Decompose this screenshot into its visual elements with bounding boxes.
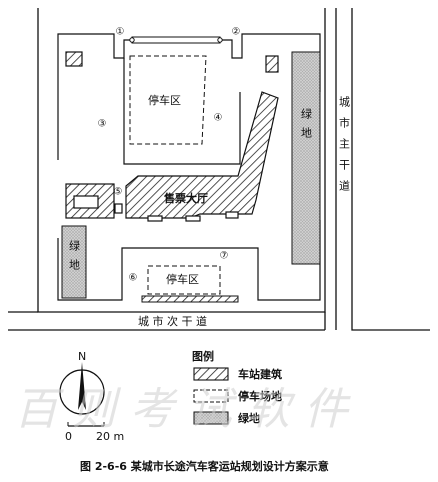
legend-symbol-parking — [193, 389, 229, 403]
legend-label-green: 绿地 — [238, 411, 260, 425]
ticket-hall-building — [125, 91, 279, 219]
legend-symbol-building — [193, 367, 229, 381]
marker-6: ⑥ — [129, 273, 138, 284]
figure-caption: 图 2-6-6 某城市长途汽车客运站规划设计方案示意 — [80, 459, 329, 473]
site-frame — [8, 8, 430, 331]
parking-label-north: 停车区 — [148, 93, 181, 107]
parking-label-south: 停车区 — [166, 272, 199, 286]
legend-label-building: 车站建筑 — [238, 367, 282, 381]
site-inner-boundary — [57, 33, 321, 301]
kiosk-north-east — [265, 55, 279, 73]
marker-5: ⑤ — [114, 187, 123, 198]
station-buildings — [65, 51, 279, 222]
ticket-hall-label: 售票大厅 — [163, 191, 208, 205]
marker-4: ④ — [214, 113, 223, 124]
green-west — [61, 225, 87, 299]
legend: 图例 车站建筑 停车场地 绿地 — [192, 349, 282, 425]
south-gate-band — [141, 295, 239, 303]
north-gate-bar — [129, 36, 223, 44]
small-box — [114, 203, 123, 214]
scale-end: 20 m — [96, 430, 124, 443]
north-compass: N — [59, 350, 105, 415]
compass-north-label: N — [78, 350, 86, 363]
scale-bar: 0 20 m — [65, 422, 124, 443]
road-label-south: 城 市 次 干 道 — [138, 314, 207, 328]
legend-symbol-green — [193, 411, 229, 425]
north-arrow-icon — [78, 362, 86, 410]
kiosk-north-west — [65, 51, 83, 67]
green-label-west: 绿地 — [68, 239, 81, 278]
site-markers: ① ② ③ ④ ⑤ ⑥ ⑦ — [98, 27, 241, 284]
west-building-inner — [73, 195, 99, 209]
legend-label-parking: 停车场地 — [238, 389, 282, 403]
marker-7: ⑦ — [220, 251, 229, 262]
green-east — [291, 51, 321, 265]
parking-areas — [129, 55, 221, 295]
green-label-east: 绿地 — [300, 107, 313, 146]
legend-title: 图例 — [192, 349, 214, 363]
marker-1: ① — [116, 27, 125, 38]
parking-area-south — [147, 265, 221, 295]
scale-start: 0 — [65, 430, 72, 443]
road-label-east: 城市主干道 — [338, 96, 351, 201]
green-areas — [61, 51, 321, 299]
marker-3: ③ — [98, 119, 107, 130]
watermark: 百 则 考 试 软 件 — [14, 384, 351, 435]
marker-2: ② — [232, 27, 241, 38]
parking-area-north — [129, 55, 207, 145]
